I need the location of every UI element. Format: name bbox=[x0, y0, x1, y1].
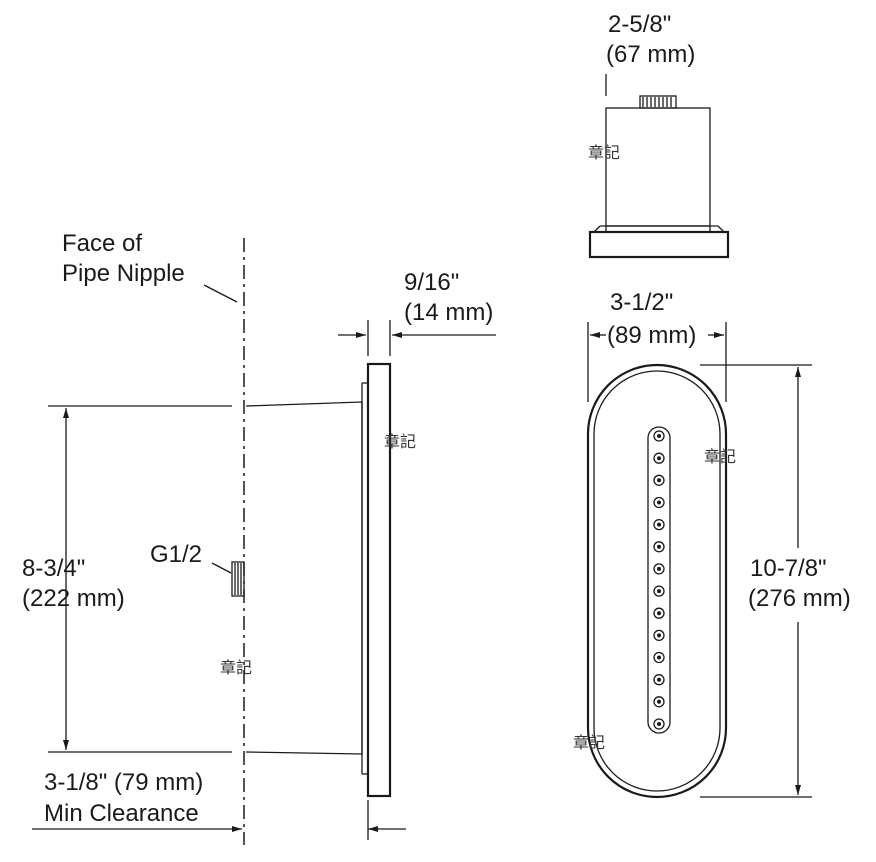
watermark-mark: 章記 bbox=[588, 143, 620, 162]
face-of-label: Face of bbox=[62, 230, 142, 257]
watermark-mark: 章記 bbox=[220, 658, 252, 677]
nozzle-hole bbox=[657, 611, 661, 616]
side-body bbox=[245, 401, 363, 755]
top-width-mm-label: (67 mm) bbox=[606, 41, 695, 68]
nozzle-hole bbox=[657, 566, 661, 571]
nozzle-hole bbox=[657, 722, 661, 726]
top-thread-cap bbox=[639, 95, 677, 109]
nozzle-hole bbox=[657, 500, 661, 505]
top-view bbox=[588, 74, 730, 259]
nozzle-hole bbox=[657, 677, 661, 682]
face-leader bbox=[203, 284, 238, 303]
length-mm-label: (276 mm) bbox=[748, 585, 851, 612]
depth-inch-label: 9/16" bbox=[404, 269, 459, 296]
length-inch-label: 10-7/8" bbox=[750, 555, 827, 582]
front-outer-shell bbox=[586, 363, 728, 799]
connection-label: G1/2 bbox=[150, 541, 202, 568]
depth-mm-label: (14 mm) bbox=[404, 299, 493, 326]
pipe-nipple-label: Pipe Nipple bbox=[62, 260, 185, 287]
nozzle-hole bbox=[657, 589, 661, 594]
top-body bbox=[605, 107, 711, 227]
g12-thread-nipple bbox=[231, 561, 245, 597]
side-view bbox=[32, 238, 496, 845]
nozzle-hole bbox=[657, 478, 661, 483]
nozzle-hole bbox=[657, 544, 661, 549]
nozzle-strip bbox=[647, 426, 671, 734]
nozzle-hole bbox=[657, 456, 661, 461]
g12-leader bbox=[211, 562, 232, 574]
nozzle-hole bbox=[657, 699, 661, 704]
top-plate bbox=[588, 230, 730, 259]
front-view bbox=[586, 322, 812, 799]
nozzle-hole bbox=[657, 434, 661, 438]
front-width-inch-label: 3-1/2" bbox=[610, 289, 673, 316]
watermark-mark: 章記 bbox=[573, 733, 605, 752]
nozzle-hole bbox=[657, 522, 661, 527]
watermark-mark: 章記 bbox=[704, 447, 736, 466]
nozzle-hole bbox=[657, 655, 661, 660]
top-width-inch-label: 2-5/8" bbox=[608, 11, 671, 38]
min-clearance-label: Min Clearance bbox=[44, 800, 199, 827]
nozzle-hole bbox=[657, 633, 661, 638]
clearance-label: 3-1/8" (79 mm) bbox=[44, 769, 203, 796]
nozzle-group bbox=[653, 430, 665, 730]
front-inner-shell bbox=[593, 370, 721, 792]
side-front-plate bbox=[366, 362, 392, 798]
height-inch-label: 8-3/4" bbox=[22, 555, 85, 582]
watermark-mark: 章記 bbox=[384, 432, 416, 451]
front-width-mm-label: (89 mm) bbox=[607, 322, 696, 349]
height-mm-label: (222 mm) bbox=[22, 585, 125, 612]
